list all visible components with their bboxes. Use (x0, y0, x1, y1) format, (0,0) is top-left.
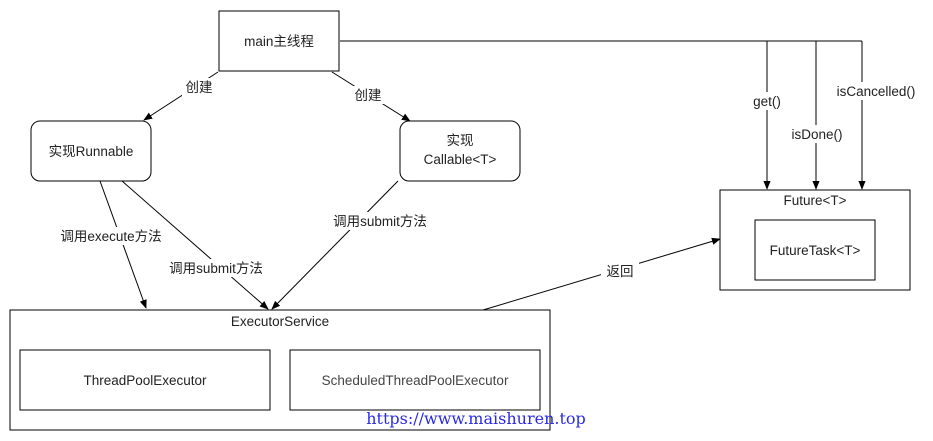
callable-submit-label-bg (322, 212, 438, 230)
executor-service-label: ExecutorService (231, 314, 329, 329)
runnable-node (30, 120, 152, 182)
thread-pool-executor-node (19, 349, 271, 411)
get-label-bg (748, 92, 786, 110)
create-callable-label-bg (351, 86, 385, 104)
future-task-label: FutureTask<T> (770, 243, 861, 258)
runnable-execute-label: 调用execute方法 (60, 229, 161, 244)
iscancelled-label-bg (828, 82, 924, 100)
future-label: Future<T> (783, 193, 846, 208)
edge-runnable-submit (121, 180, 269, 310)
runnable-label: 实现Runnable (49, 144, 134, 159)
main-thread-node (218, 10, 340, 72)
callable-submit-label: 调用submit方法 (333, 214, 427, 229)
create-runnable-label-bg (182, 78, 216, 96)
returns-label-bg (601, 262, 639, 280)
callable-label-line1: 实现 (447, 133, 474, 148)
isdone-label-bg (787, 125, 847, 143)
edge-callable-submit (271, 180, 399, 310)
runnable-submit-label: 调用submit方法 (169, 261, 263, 276)
create-runnable-label: 创建 (186, 80, 213, 95)
callable-label-line2: Callable<T> (424, 152, 497, 167)
scheduled-pool-executor-node (289, 349, 541, 411)
main-thread-label: main主线程 (244, 34, 314, 49)
create-callable-label: 创建 (355, 88, 382, 103)
isdone-label: isDone() (791, 127, 842, 142)
scheduled-pool-executor-label: ScheduledThreadPoolExecutor (322, 373, 509, 388)
thread-pool-executor-label: ThreadPoolExecutor (83, 373, 207, 388)
runnable-submit-label-bg (158, 259, 274, 277)
watermark-url: https://www.maishuren.top (366, 409, 586, 428)
returns-label: 返回 (607, 264, 634, 279)
runnable-execute-label-bg (50, 227, 172, 245)
callable-node (399, 120, 521, 182)
iscancelled-label: isCancelled() (837, 84, 916, 99)
get-label: get() (753, 94, 781, 109)
future-task-node (754, 219, 876, 281)
